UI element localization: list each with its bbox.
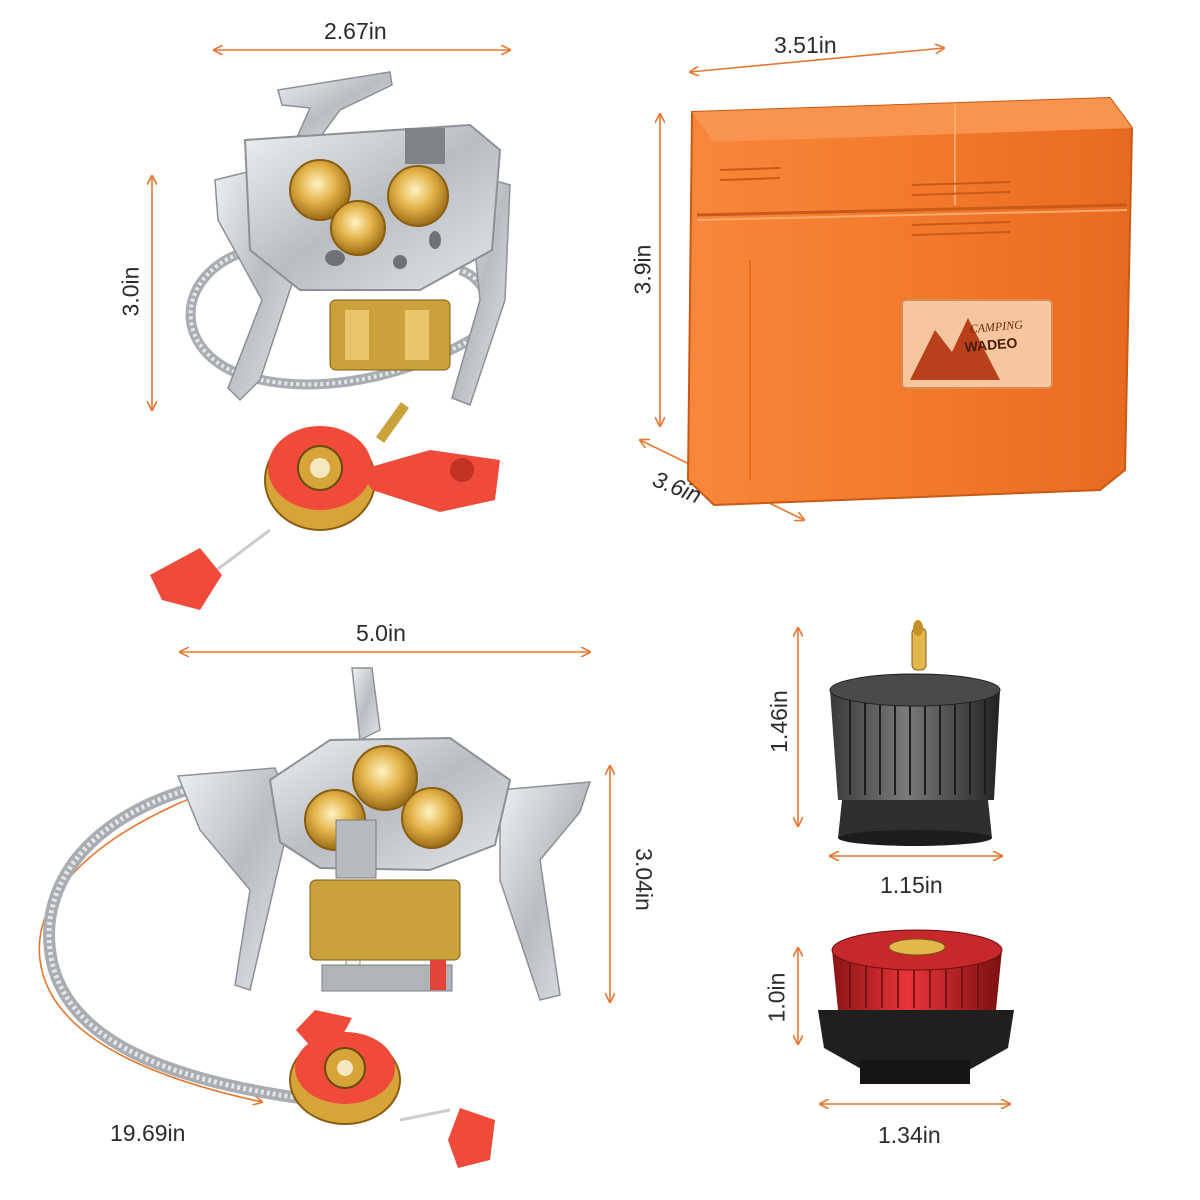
dim-line-case-width bbox=[690, 48, 944, 72]
label-stove-top-width: 2.67in bbox=[324, 18, 387, 44]
stove-folded-illustration bbox=[150, 71, 511, 610]
label-black-adapter-height: 1.46in bbox=[765, 690, 792, 753]
red-adapter-illustration bbox=[818, 929, 1014, 1084]
dim-line-hose-length bbox=[38, 772, 268, 1102]
label-black-adapter-width: 1.15in bbox=[880, 872, 943, 898]
label-stove-top-height: 3.0in bbox=[117, 266, 144, 317]
label-red-adapter-height: 1.0in bbox=[763, 972, 790, 1023]
orange-case-illustration bbox=[686, 96, 1134, 507]
stove-open-illustration bbox=[43, 667, 592, 1168]
label-stove-open-width: 5.0in bbox=[356, 620, 406, 646]
case-logo-top-text: CAMPING bbox=[969, 317, 1024, 336]
label-case-height: 3.9in bbox=[629, 244, 656, 295]
label-red-adapter-width: 1.34in bbox=[878, 1122, 941, 1148]
label-case-width: 3.51in bbox=[774, 32, 837, 58]
label-hose-length: 19.69in bbox=[110, 1120, 186, 1146]
label-stove-open-height: 3.04in bbox=[630, 848, 657, 911]
black-adapter-illustration bbox=[829, 620, 1001, 846]
case-logo-bottom-text: WADEO bbox=[964, 334, 1018, 355]
